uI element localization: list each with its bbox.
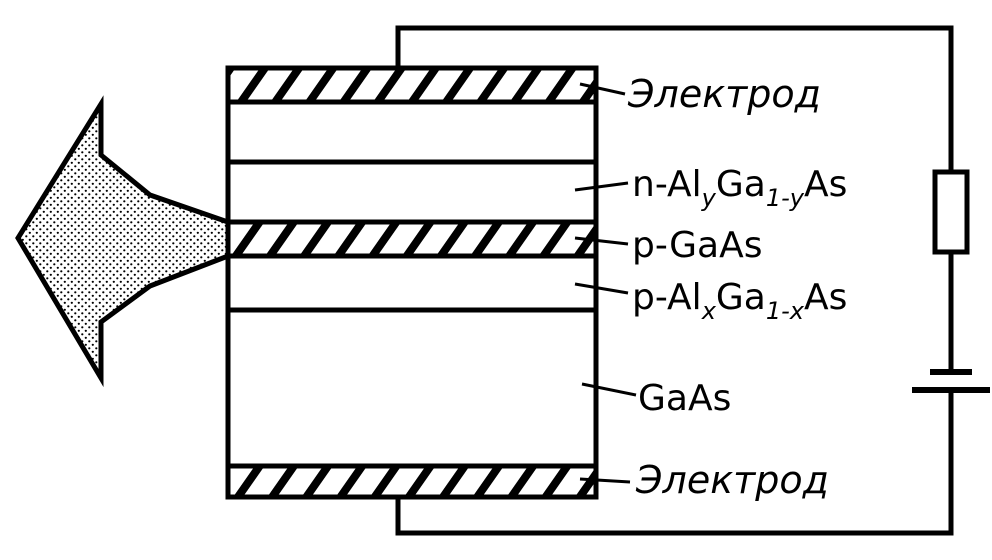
- p-algaas-layer: [225, 253, 599, 313]
- layer-stack: [225, 65, 599, 500]
- top-electrode: [225, 65, 599, 105]
- n-algaas-label: n-AlyGa1-yAs: [632, 164, 847, 212]
- upper-blank-layer: [225, 99, 599, 165]
- p-gaas-label: p-GaAs: [632, 225, 763, 266]
- battery-icon: [912, 369, 990, 393]
- top-electrode-label: Электрод: [627, 72, 821, 116]
- emission-arrow-icon: [15, 95, 231, 388]
- bottom-wire: [395, 390, 954, 536]
- p-algaas-label: p-AlxGa1-xAs: [632, 277, 847, 325]
- p-gaas-active-layer: [225, 219, 599, 259]
- top-wire: [395, 25, 954, 172]
- resistor-icon: [932, 169, 970, 255]
- gaas-substrate: [225, 307, 599, 469]
- gaas-substrate-label: GaAs: [638, 378, 731, 419]
- circuit: [395, 25, 954, 536]
- bottom-electrode: [225, 463, 599, 500]
- n-algaas-layer: [225, 159, 599, 225]
- leader-lines: [574, 82, 637, 484]
- bottom-electrode-label: Электрод: [635, 458, 829, 502]
